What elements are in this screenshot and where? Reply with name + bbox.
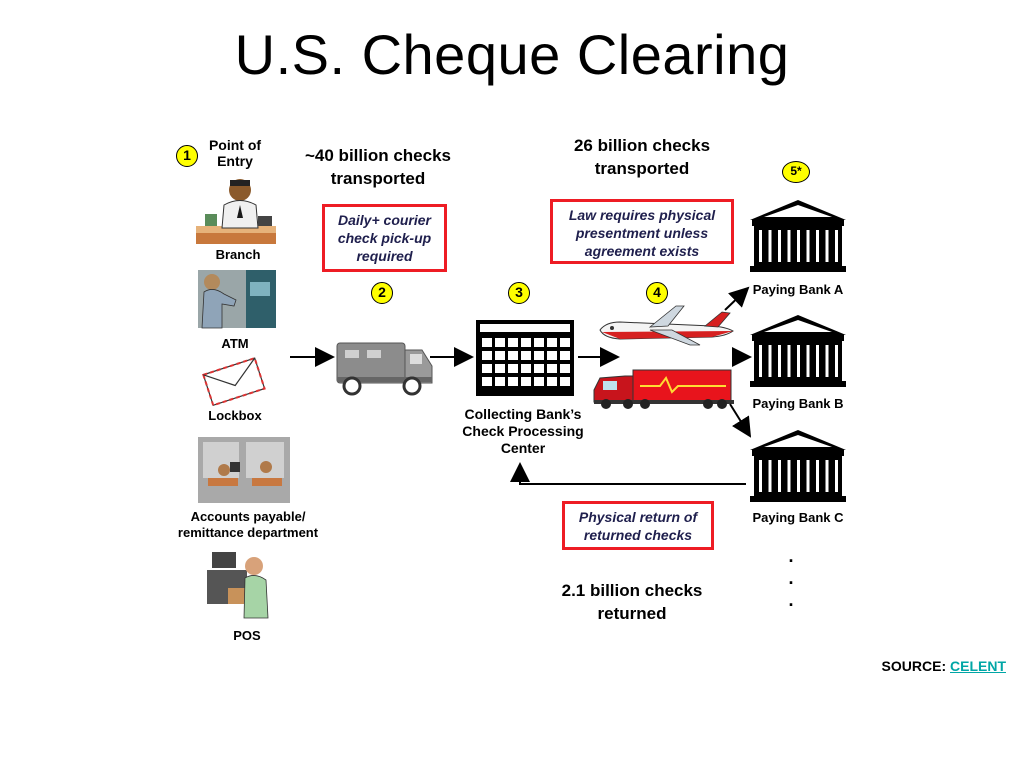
- ellipsis-dot: .: [788, 590, 794, 610]
- airplane-icon: [599, 305, 734, 346]
- arrow-return-to-center: [510, 462, 746, 485]
- point-of-entry-header: Point of Entry: [208, 137, 262, 169]
- processing-grid-icon: [476, 320, 574, 396]
- stat-checks-returned: 2.1 billion checks returned: [561, 581, 703, 623]
- bank-label-a: Paying Bank A: [752, 282, 844, 297]
- source-citation: SOURCE: CELENT: [882, 658, 1006, 674]
- bank-building-icon: [750, 200, 846, 502]
- step-badge-4: 4: [646, 282, 668, 304]
- source-link[interactable]: CELENT: [950, 658, 1006, 674]
- semi-truck-icon: [593, 369, 734, 409]
- cashier-icon: [207, 552, 269, 619]
- step-badge-2: 2: [371, 282, 393, 304]
- note-physical-return: Physical return of returned checks: [562, 501, 714, 550]
- ellipsis-dot: .: [788, 568, 794, 588]
- person-at-counter-icon: [196, 179, 276, 244]
- stat-checks-transported-26: 26 billion checks transported: [573, 136, 711, 178]
- channel-label-branch: Branch: [215, 247, 261, 262]
- step-badge-5: 5*: [782, 161, 810, 183]
- bank-building-icon: [750, 315, 846, 387]
- bank-label-b: Paying Bank B: [752, 396, 844, 411]
- envelope-icon: [202, 356, 266, 407]
- bank-label-c: Paying Bank C: [752, 510, 844, 525]
- channel-label-lockbox: Lockbox: [208, 408, 262, 423]
- note-courier-pickup: Daily+ courier check pick-up required: [322, 204, 447, 272]
- stat-checks-transported-40: ~40 billion checks transported: [305, 146, 451, 188]
- arrow-to-bank-c: [729, 403, 752, 438]
- page-title: U.S. Cheque Clearing: [234, 23, 790, 86]
- arrow-to-bank-a: [724, 286, 750, 311]
- armored-truck-icon: [336, 342, 433, 396]
- source-prefix: SOURCE:: [881, 658, 947, 674]
- channel-label-atm: ATM: [221, 336, 249, 351]
- processing-center-label: Collecting Bank’s Check Processing Cente…: [462, 406, 584, 456]
- bank-building-icon: [750, 430, 846, 502]
- step-badge-3: 3: [508, 282, 530, 304]
- channel-label-pos: POS: [233, 628, 261, 643]
- note-physical-presentment: Law requires physical presentment unless…: [550, 199, 734, 264]
- step-badge-1: 1: [176, 145, 198, 167]
- atm-user-icon: [198, 270, 276, 329]
- bank-building-icon: [750, 200, 846, 272]
- office-cubicles-icon: [198, 437, 290, 503]
- channel-label-accounts-payable: Accounts payable/ remittance department: [177, 509, 319, 540]
- ellipsis-dot: .: [788, 546, 794, 566]
